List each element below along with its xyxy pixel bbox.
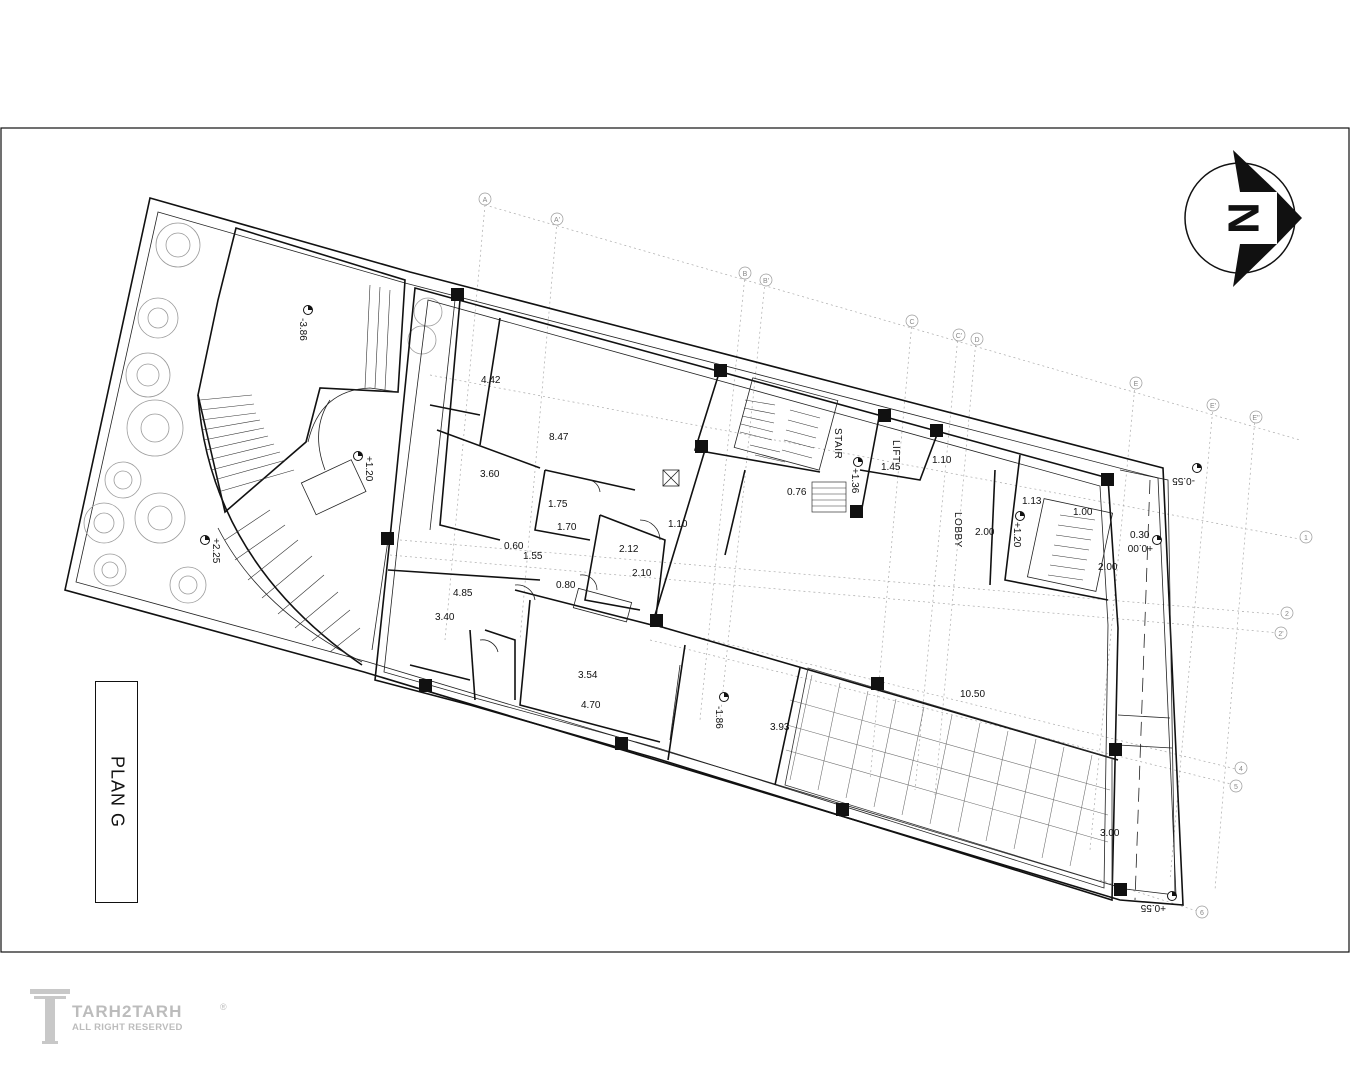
lift-label: LIFT [890, 440, 901, 463]
dimension: 3.60 [480, 469, 500, 480]
room-labels: STAIR LIFT LOBBY [832, 428, 963, 548]
dimension: 3.54 [578, 670, 598, 681]
site-boundary-inner [75, 211, 1177, 896]
dimension: 10.50 [960, 689, 985, 700]
dimension: 1.45 [881, 462, 901, 473]
dimension: 1.13 [1022, 496, 1042, 507]
level-value: -0.55 [1172, 475, 1195, 486]
dimension: 2.10 [632, 568, 652, 579]
axis-label: 6 [1200, 910, 1204, 917]
logo-subtext: ALL RIGHT RESERVED [72, 1022, 183, 1033]
axis-label: 2' [1278, 631, 1283, 638]
axis-label: A [483, 197, 488, 204]
building-walls [371, 286, 1119, 902]
axis-label: A' [554, 217, 560, 224]
level-value: -1.86 [713, 706, 724, 729]
dimension: 4.42 [481, 375, 501, 386]
sheet-frame [0, 127, 1350, 953]
dimension: 4.85 [453, 588, 473, 599]
structural-columns [381, 288, 1127, 896]
garden-trees [83, 222, 443, 604]
dimension: 0.76 [787, 487, 807, 498]
dimension: 1.55 [523, 551, 543, 562]
axis-label: C' [956, 333, 962, 340]
dimension: 3.00 [1100, 828, 1120, 839]
axis-label: C [909, 319, 914, 326]
dimension: 1.10 [668, 519, 688, 530]
stair-label: STAIR [832, 428, 843, 459]
axis-label: 5 [1234, 784, 1238, 791]
structural-grid [389, 204, 1306, 913]
level-value: +0.00 [1127, 542, 1153, 553]
dimension: 3.93 [770, 722, 790, 733]
dimension: 0.30 [1130, 530, 1150, 541]
dimension: 4.70 [581, 700, 601, 711]
lobby-label: LOBBY [952, 512, 963, 548]
axis-label: 1 [1304, 535, 1308, 542]
level-value: +1.20 [363, 456, 374, 482]
level-value: +1.20 [1011, 522, 1022, 548]
dimension: 8.47 [549, 432, 569, 443]
dimension: 1.70 [557, 522, 577, 533]
courtyard-stairs [197, 226, 406, 666]
axis-label: E' [1210, 403, 1216, 410]
dimension: 2.12 [619, 544, 639, 555]
dimension-labels: 4.42 8.47 3.60 1.75 1.70 0.60 1.55 2.12 … [435, 375, 1150, 839]
dimension: 0.60 [504, 541, 524, 552]
axis-label: 4 [1239, 766, 1243, 773]
level-markers: -3.86 +1.20 +2.25 -0.55 +1.20 +0.00 -1.8… [200, 305, 1202, 913]
north-label: N [1218, 202, 1267, 234]
level-value: +2.25 [210, 538, 221, 564]
grid-axis-labels: A A' B B' C C' D E E' E'' 1 2 2' 4 5 6 [478, 192, 1313, 919]
registered-mark: ® [220, 1002, 227, 1012]
level-value: +1.36 [849, 468, 860, 494]
level-value: +0.55 [1140, 902, 1166, 913]
axis-label: 2 [1285, 611, 1289, 618]
plan-title: PLAN G [107, 755, 127, 829]
plan-title-box: PLAN G [95, 681, 138, 903]
logo-mark-icon [30, 989, 70, 1044]
dimension: 0.80 [556, 580, 576, 591]
door-swings [479, 469, 680, 653]
axis-label: E'' [1252, 415, 1259, 422]
stair-core [733, 377, 1114, 592]
axis-label: D [974, 337, 979, 344]
dimension: 2.00 [1098, 562, 1118, 573]
axis-label: E [1134, 381, 1139, 388]
logo-text: TARH2TARH [72, 1002, 183, 1021]
axis-label: B' [763, 278, 769, 285]
parking-ramp [784, 667, 1113, 886]
watermark-logo: TARH2TARH ALL RIGHT RESERVED ® [28, 985, 238, 1055]
dimension: 3.40 [435, 612, 455, 623]
dimension: 1.75 [548, 499, 568, 510]
ramp-lane [1117, 469, 1176, 901]
dimension: 2.00 [975, 527, 995, 538]
dimension: 1.10 [932, 455, 952, 466]
level-value: -3.86 [297, 318, 308, 341]
north-arrow: N [1184, 150, 1302, 287]
dimension: 1.00 [1073, 507, 1093, 518]
site-boundary [64, 196, 1184, 906]
axis-label: B [743, 271, 748, 278]
